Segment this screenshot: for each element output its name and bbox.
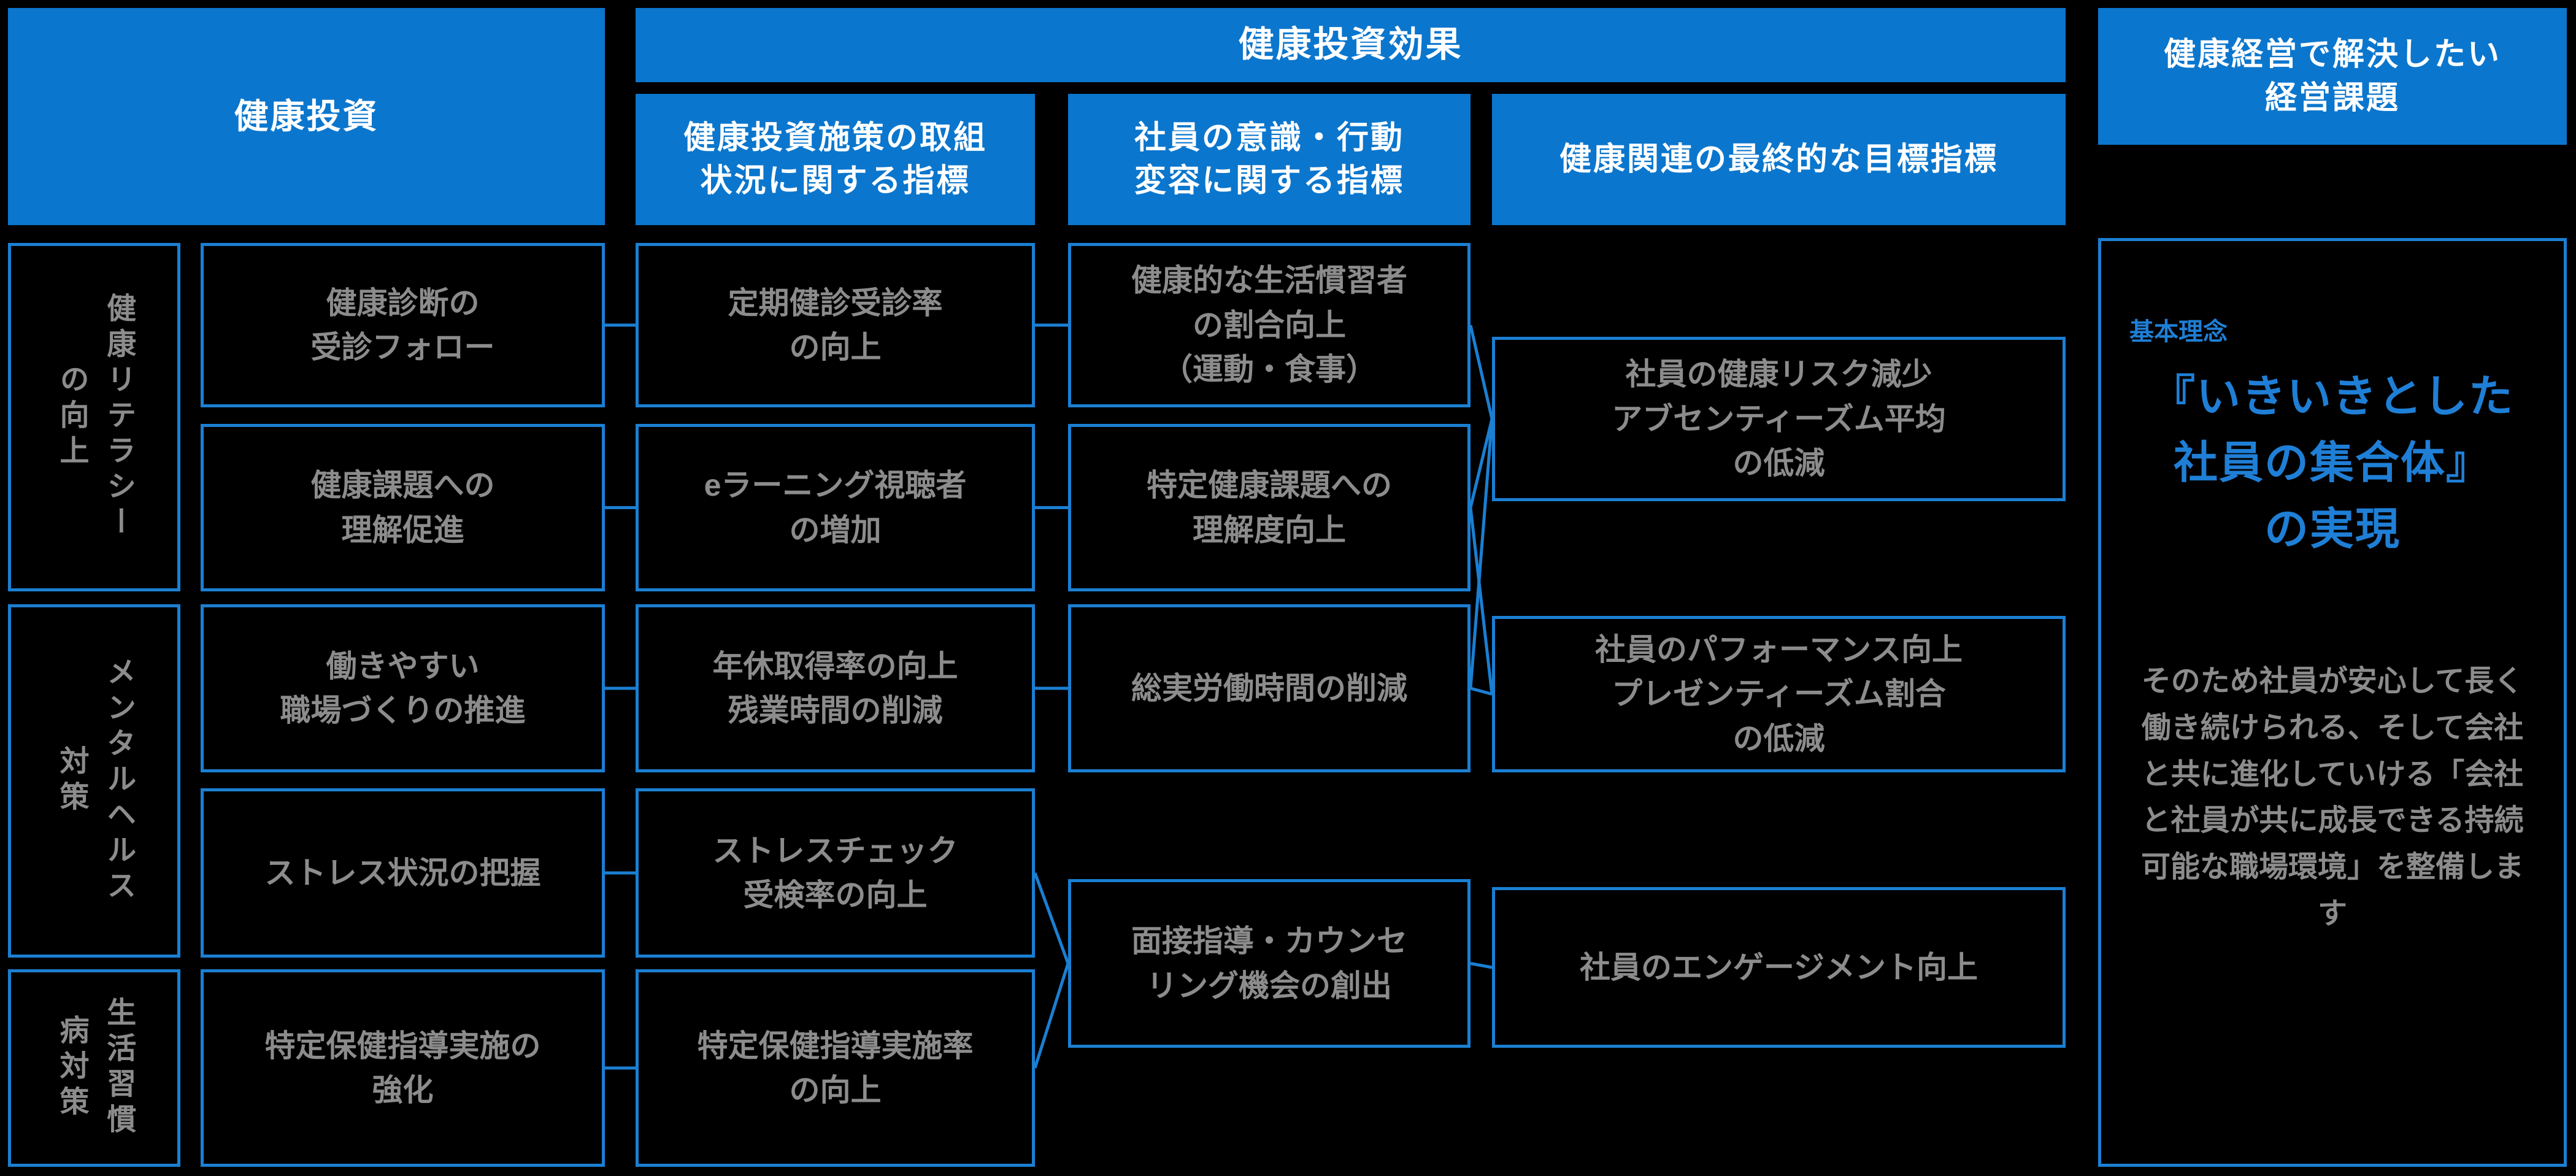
- connector-line: [1469, 418, 1494, 509]
- behavior-total-working-hours: 総実労働時間の削減: [1068, 604, 1471, 772]
- header-process-indicators-label: 健康投資施策の取組 状況に関する指標: [683, 120, 987, 199]
- investment-health-guidance-strengthening: 特定保健指導実施の 強化: [201, 969, 605, 1167]
- behavior-issue-understanding: 特定健康課題への 理解度向上: [1068, 424, 1471, 591]
- category-lifestyle-disease-label: 生活習慣 病対策: [55, 997, 135, 1139]
- indicator-elearning-viewers: eラーニング視聴者 の増加: [636, 424, 1035, 591]
- category-health-literacy: 健康リテラシー の向上: [8, 243, 180, 591]
- target-performance-improvement: 社員のパフォーマンス向上 プレゼンティーズム割合 の低減: [1492, 616, 2066, 772]
- behavior-total-working-hours-label: 総実労働時間の削減: [1131, 671, 1407, 705]
- target-health-risk-reduction: 社員の健康リスク減少 アブセンティーズム平均 の低減: [1492, 337, 2066, 501]
- philosophy-title: 『いきいきとした 社員の集合体』 の実現: [2150, 372, 2514, 554]
- header-behavior-indicators: 社員の意識・行動 変容に関する指標: [1068, 94, 1471, 225]
- philosophy-body-text: そのため社員が安心して長く働き続けられる、そして会社と共に進化していける「会社と…: [2140, 665, 2524, 931]
- header-management-issues: 健康経営で解決したい 経営課題: [2098, 8, 2567, 145]
- indicator-health-guidance-rate-label: 特定保健指導実施率 の向上: [697, 1028, 974, 1108]
- investment-workplace-improvement: 働きやすい 職場づくりの推進: [201, 604, 605, 772]
- header-final-target-indicators-label: 健康関連の最終的な目標指標: [1559, 141, 1998, 177]
- category-lifestyle-disease: 生活習慣 病対策: [8, 969, 180, 1167]
- header-process-indicators: 健康投資施策の取組 状況に関する指標: [636, 94, 1035, 225]
- behavior-issue-understanding-label: 特定健康課題への 理解度向上: [1147, 468, 1392, 547]
- indicator-health-guidance-rate: 特定保健指導実施率 の向上: [636, 969, 1035, 1167]
- header-final-target-indicators: 健康関連の最終的な目標指標: [1492, 94, 2066, 225]
- management-issues-panel: 基本理念 『いきいきとした 社員の集合体』 の実現 そのため社員が安心して長く働…: [2098, 238, 2567, 1167]
- connector-line: [1033, 963, 1070, 1069]
- target-engagement-improvement-label: 社員のエンゲージメント向上: [1580, 950, 1978, 985]
- indicator-elearning-viewers-label: eラーニング視聴者 の増加: [704, 468, 967, 547]
- header-behavior-indicators-label: 社員の意識・行動 変容に関する指標: [1134, 120, 1404, 199]
- connector-line: [1469, 325, 1494, 420]
- investment-health-issue-understanding-label: 健康課題への 理解促進: [310, 468, 495, 547]
- indicator-stress-check-rate: ストレスチェック 受検率の向上: [636, 788, 1035, 958]
- indicator-leave-and-overtime-label: 年休取得率の向上 残業時間の削減: [712, 648, 958, 728]
- basic-philosophy-label: 基本理念: [2129, 318, 2228, 345]
- category-mental-health: メンタルヘルス 対策: [8, 604, 180, 958]
- behavior-counseling-opportunities: 面接指導・カウンセ リング機会の創出: [1068, 879, 1471, 1048]
- connector-line: [1470, 686, 1493, 696]
- investment-stress-monitoring-label: ストレス状況の把握: [264, 855, 541, 890]
- indicator-stress-check-rate-label: ストレスチェック 受検率の向上: [712, 833, 958, 913]
- category-health-literacy-label: 健康リテラシー の向上: [55, 293, 135, 542]
- indicator-regular-checkup-rate-label: 定期健診受診率 の向上: [728, 285, 943, 365]
- header-health-investment-label: 健康投資: [234, 97, 379, 136]
- connector-line: [1033, 872, 1070, 964]
- header-investment-effect-label: 健康投資効果: [1238, 25, 1463, 65]
- behavior-healthy-lifestyle-ratio: 健康的な生活慣習者 の割合向上 （運動・食事）: [1068, 243, 1471, 407]
- investment-checkup-follow: 健康診断の 受診フォロー: [201, 243, 605, 407]
- investment-workplace-improvement-label: 働きやすい 職場づくりの推進: [280, 648, 526, 728]
- target-health-risk-reduction-label: 社員の健康リスク減少 アブセンティーズム平均 の低減: [1612, 357, 1946, 481]
- investment-checkup-follow-label: 健康診断の 受診フォロー: [310, 285, 495, 365]
- category-mental-health-label: メンタルヘルス 対策: [55, 656, 135, 905]
- target-engagement-improvement: 社員のエンゲージメント向上: [1492, 887, 2066, 1048]
- investment-health-issue-understanding: 健康課題への 理解促進: [201, 424, 605, 591]
- header-investment-effect: 健康投資効果: [636, 8, 2066, 82]
- indicator-leave-and-overtime: 年休取得率の向上 残業時間の削減: [636, 604, 1035, 772]
- header-management-issues-label: 健康経営で解決したい 経営課題: [2163, 37, 2501, 116]
- behavior-healthy-lifestyle-ratio-label: 健康的な生活慣習者 の割合向上 （運動・食事）: [1131, 263, 1407, 387]
- connector-line: [1469, 507, 1494, 694]
- target-performance-improvement-label: 社員のパフォーマンス向上 プレゼンティーズム割合 の低減: [1595, 632, 1963, 756]
- behavior-counseling-opportunities-label: 面接指導・カウンセ リング機会の創出: [1131, 924, 1407, 1003]
- investment-stress-monitoring: ストレス状況の把握: [201, 788, 605, 958]
- indicator-regular-checkup-rate: 定期健診受診率 の向上: [636, 243, 1035, 407]
- header-health-investment: 健康投資: [8, 8, 605, 225]
- connector-line: [1469, 418, 1494, 689]
- investment-health-guidance-strengthening-label: 特定保健指導実施の 強化: [264, 1028, 541, 1108]
- connector-line: [1470, 962, 1493, 969]
